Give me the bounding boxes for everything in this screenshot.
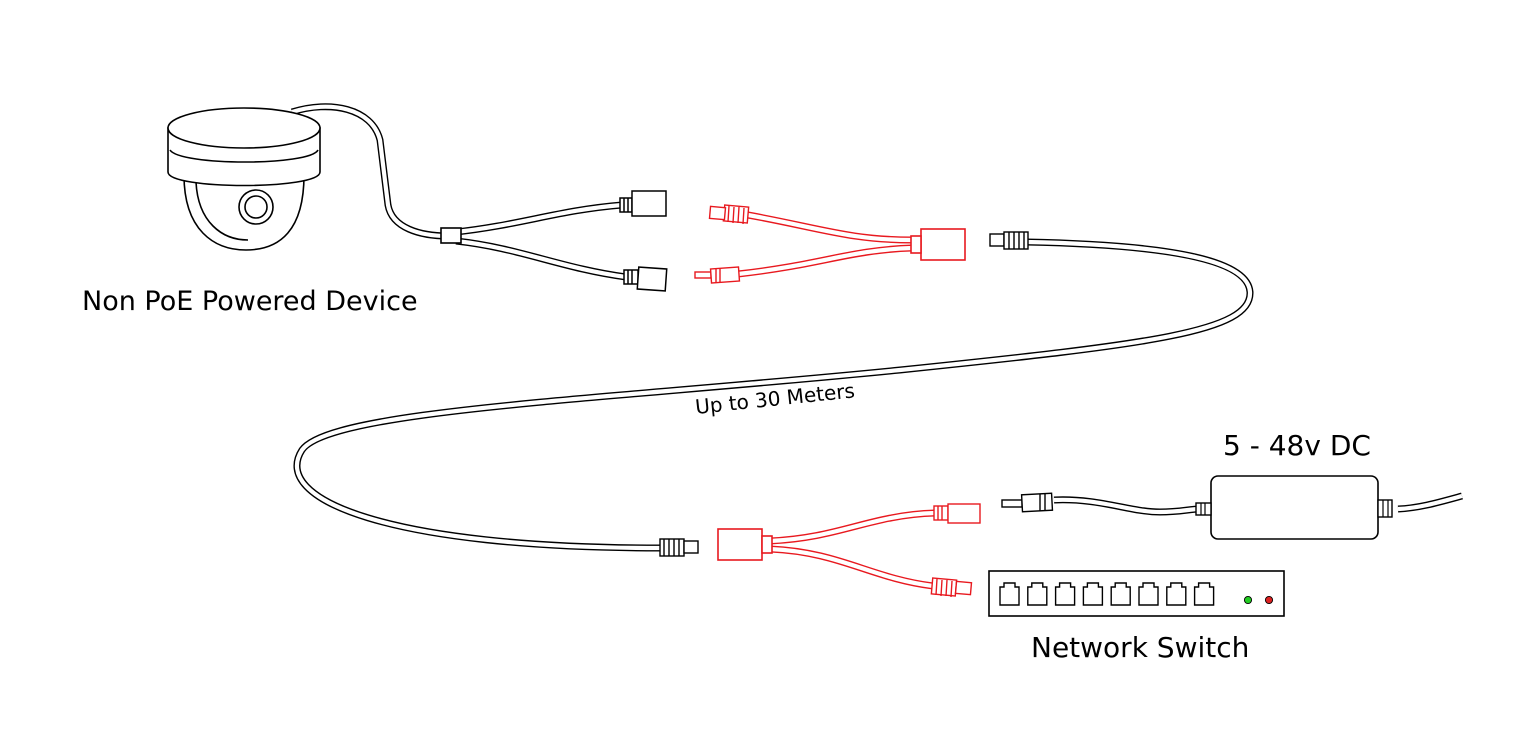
poe-splitter-body	[920, 228, 966, 261]
injector-dc-female	[933, 503, 981, 524]
poe-splitter	[694, 204, 966, 284]
switch-port	[1082, 582, 1104, 606]
switch-port	[1110, 582, 1131, 606]
camera-dc-female	[623, 266, 668, 292]
switch-port	[1054, 582, 1076, 606]
switch-port	[1193, 582, 1215, 606]
injector-rj45-male	[930, 577, 973, 598]
switch-leds	[1243, 595, 1274, 605]
ethernet-cable	[293, 231, 1254, 557]
switch-port	[1166, 582, 1187, 606]
dome-camera	[167, 103, 449, 251]
switch-port	[1138, 582, 1159, 606]
camera-pigtail	[440, 190, 668, 292]
switch-port	[1027, 582, 1048, 606]
cable-rj45-male-top	[989, 231, 1029, 250]
poe-injector-body	[717, 528, 763, 561]
switch-ports	[999, 582, 1215, 606]
switch-label: Network Switch	[1031, 631, 1249, 664]
poe-injector	[717, 503, 981, 598]
cable-rj45-male-bottom	[659, 538, 699, 557]
psu-brick	[1210, 475, 1379, 540]
splitter-rj45-male	[708, 204, 750, 225]
power-supply-label: 5 - 48v DC	[1223, 429, 1371, 462]
power-supply	[1001, 475, 1463, 540]
switch-port	[999, 582, 1020, 606]
camera-rj45-female	[619, 190, 667, 217]
network-switch	[988, 570, 1285, 617]
power-led	[1264, 595, 1274, 605]
link-led	[1243, 595, 1253, 605]
psu-dc-male	[1001, 492, 1054, 513]
splitter-dc-male	[694, 266, 741, 284]
device-label: Non PoE Powered Device	[82, 286, 418, 317]
